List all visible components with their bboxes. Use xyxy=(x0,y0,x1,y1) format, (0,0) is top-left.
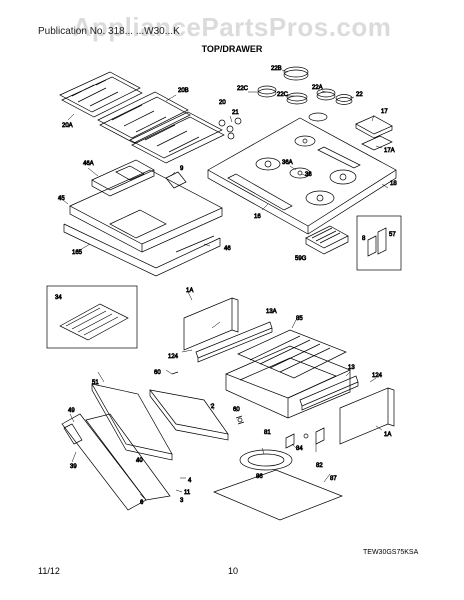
callout-17: 17 xyxy=(381,109,388,115)
chassis-frame xyxy=(63,159,223,277)
callout-49: 49 xyxy=(68,408,75,414)
callout-46a: 46A xyxy=(83,161,94,167)
rack-inset xyxy=(46,285,138,349)
vent-trim-17 xyxy=(355,115,393,151)
grate-20a xyxy=(59,71,143,118)
callout-4: 4 xyxy=(188,478,192,484)
callout-39: 39 xyxy=(70,464,77,470)
side-panel-left xyxy=(183,297,239,351)
callout-1a: 1A xyxy=(186,288,193,294)
callout-124: 124 xyxy=(168,354,179,360)
callout-81: 81 xyxy=(264,430,271,436)
callout-87: 87 xyxy=(330,476,337,482)
callout-16: 16 xyxy=(254,214,261,220)
callout-59g: 59G xyxy=(295,256,307,262)
heating-element xyxy=(213,449,343,521)
watermark: AppliancePartsPros.com xyxy=(72,12,392,42)
slide-rail-upper xyxy=(195,321,273,363)
drawer-front-inner xyxy=(149,389,229,441)
filter-59g xyxy=(305,225,349,255)
page-number: 10 xyxy=(228,566,239,576)
callout-8: 8 xyxy=(362,236,366,242)
burner-heads-20 xyxy=(218,117,242,140)
callout-86: 86 xyxy=(256,474,263,480)
small-parts xyxy=(171,371,325,449)
drawer-front-outer xyxy=(61,383,173,511)
callout-20b: 20B xyxy=(178,88,189,94)
callout-60: 60 xyxy=(154,370,161,376)
callout-22: 22 xyxy=(356,92,363,98)
callout-13a: 13A xyxy=(266,309,277,315)
callout-17a: 17A xyxy=(384,148,395,154)
callout-36: 36 xyxy=(305,172,312,178)
callout-13: 13 xyxy=(348,365,355,371)
diagram-code: TEW30GS75KSA xyxy=(363,549,419,556)
callout-46: 46 xyxy=(224,246,231,252)
callout-22c: 22C xyxy=(277,92,289,98)
callout-82: 82 xyxy=(316,463,323,469)
callout-6: 6 xyxy=(140,500,144,506)
callout-36a: 36A xyxy=(282,160,293,166)
callout-22b: 22B xyxy=(271,66,282,72)
callout-84: 84 xyxy=(296,446,303,452)
header: AppliancePartsPros.com Publication No. 3… xyxy=(0,0,464,60)
grate-21 xyxy=(129,111,225,164)
slide-rail-lower xyxy=(299,375,359,411)
leader-lines xyxy=(57,69,389,499)
drawer-box xyxy=(225,345,351,419)
callout-34: 34 xyxy=(55,295,62,301)
callout-20: 20 xyxy=(219,100,226,106)
grate-20b xyxy=(97,91,191,144)
cooktop-16 xyxy=(207,117,397,235)
section-title: TOP/DRAWER xyxy=(201,44,263,54)
page-header: Publication No. 318... ...W30...K xyxy=(38,26,180,37)
callout-3: 3 xyxy=(180,498,184,504)
callout-40: 40 xyxy=(136,458,143,464)
callout-11: 11 xyxy=(184,490,191,496)
callout-22c: 22C xyxy=(237,86,249,92)
callout-18: 18 xyxy=(390,181,397,187)
callout-85: 85 xyxy=(296,316,303,322)
callout-165: 165 xyxy=(72,250,83,256)
side-panel-right xyxy=(339,387,395,445)
callout-57: 57 xyxy=(389,232,396,238)
burner-caps xyxy=(257,66,353,122)
callout-9: 9 xyxy=(180,166,184,172)
rack-85 xyxy=(237,329,347,379)
callout-20a: 20A xyxy=(62,123,73,129)
callout-51: 51 xyxy=(92,380,99,386)
callout-124: 124 xyxy=(372,373,383,379)
footer-date: 11/12 xyxy=(38,566,60,576)
callout-22a: 22A xyxy=(312,85,323,91)
callout-2: 2 xyxy=(211,404,215,410)
callout-60: 60 xyxy=(233,407,240,413)
callout-21: 21 xyxy=(232,110,239,116)
bracket-inset xyxy=(356,215,402,271)
callout-1a: 1A xyxy=(384,432,391,438)
callout-45: 45 xyxy=(58,196,65,202)
